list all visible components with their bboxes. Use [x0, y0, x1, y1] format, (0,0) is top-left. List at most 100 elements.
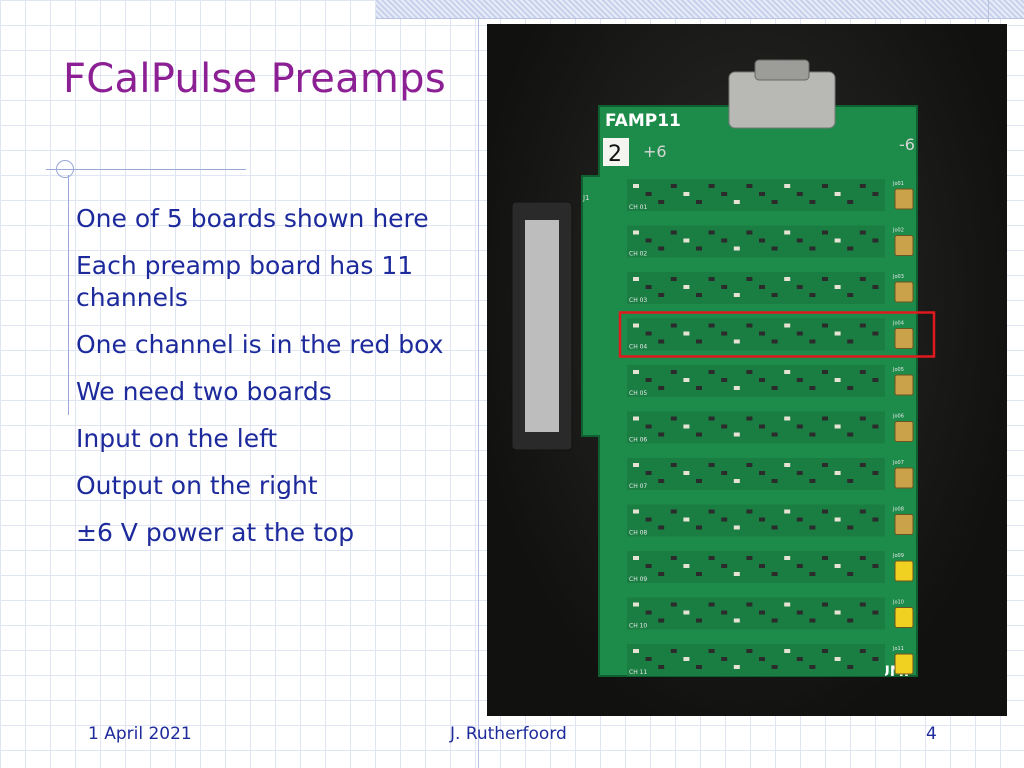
- component: [658, 572, 665, 576]
- component: [658, 525, 665, 530]
- channel-strip: [627, 597, 885, 630]
- component: [796, 331, 803, 336]
- component: [733, 339, 740, 344]
- output-connector: [894, 421, 914, 442]
- board-number: 2: [608, 142, 622, 167]
- channel-strip: [627, 318, 885, 351]
- component: [670, 277, 677, 281]
- component: [809, 246, 816, 251]
- component: [784, 416, 791, 421]
- channel-label: CH 07: [629, 483, 647, 490]
- component: [721, 610, 728, 615]
- component: [683, 471, 690, 475]
- component: [784, 509, 791, 514]
- component: [796, 657, 803, 661]
- component: [746, 463, 753, 467]
- footer-date: 1 April 2021: [88, 724, 192, 744]
- component: [771, 479, 778, 483]
- component: [746, 323, 753, 328]
- component: [784, 463, 791, 467]
- bullet-item: One of 5 boards shown here: [76, 204, 429, 233]
- component: [670, 416, 677, 421]
- bullet-item: Each preamp board has 11 channels: [76, 251, 414, 312]
- component: [859, 416, 866, 421]
- component: [721, 238, 728, 243]
- component: [645, 424, 652, 429]
- component: [809, 618, 816, 623]
- footer-author: J. Rutherfoord: [450, 724, 567, 744]
- component: [633, 463, 639, 467]
- component: [759, 238, 765, 243]
- component: [847, 386, 854, 390]
- component: [670, 649, 677, 653]
- component: [708, 370, 715, 374]
- component: [645, 331, 652, 336]
- channel-strip: [627, 458, 885, 490]
- component: [670, 323, 677, 328]
- component: [721, 657, 728, 661]
- component: [645, 238, 652, 243]
- component: [633, 649, 639, 653]
- component: [796, 564, 803, 568]
- component: [847, 572, 854, 576]
- component: [696, 293, 702, 297]
- output-label: Jo10: [892, 600, 904, 606]
- component: [746, 649, 753, 653]
- board-number-plate: [603, 138, 629, 166]
- highlight-box: [618, 311, 936, 358]
- bullet-bar: [68, 175, 69, 415]
- component: [633, 556, 639, 560]
- component: [708, 230, 715, 235]
- component: [683, 657, 690, 661]
- component: [708, 184, 715, 188]
- component: [708, 323, 715, 328]
- component: [784, 602, 791, 607]
- bullet-item: One channel is in the red box: [76, 330, 444, 359]
- component: [809, 572, 816, 576]
- output-connector: [894, 560, 914, 582]
- component: [872, 610, 879, 615]
- component: [721, 331, 728, 336]
- component: [796, 471, 803, 475]
- component: [784, 556, 791, 560]
- component: [872, 285, 879, 289]
- channel-label: CH 08: [629, 530, 647, 537]
- component: [809, 200, 816, 204]
- component: [784, 277, 791, 281]
- component: [708, 649, 715, 653]
- component: [746, 277, 753, 281]
- channel-strip: [627, 411, 885, 444]
- power-plus-label: +6: [643, 142, 667, 161]
- component: [696, 479, 702, 483]
- component: [796, 192, 803, 196]
- channel-label: CH 01: [629, 204, 647, 211]
- component: [809, 339, 816, 344]
- slide-title: FCalPulse Preamps: [63, 56, 447, 102]
- component: [683, 424, 690, 429]
- component: [733, 386, 740, 390]
- component: [834, 192, 841, 196]
- component: [834, 564, 841, 568]
- component: [658, 665, 665, 669]
- component: [872, 517, 879, 522]
- component: [721, 564, 728, 568]
- component: [670, 509, 677, 514]
- component: [633, 509, 639, 514]
- component: [733, 479, 740, 483]
- component: [746, 509, 753, 514]
- component: [822, 277, 828, 281]
- component: [859, 323, 866, 328]
- component: [834, 238, 841, 243]
- component: [859, 277, 866, 281]
- component: [670, 602, 677, 607]
- component: [847, 479, 854, 483]
- component: [683, 378, 690, 382]
- component: [872, 238, 879, 243]
- component: [759, 564, 765, 568]
- component: [683, 610, 690, 615]
- output-connector: [894, 653, 914, 675]
- output-connector: [894, 235, 914, 256]
- component: [809, 432, 816, 437]
- output-label: Jo04: [892, 321, 904, 327]
- output-connector: [894, 188, 914, 210]
